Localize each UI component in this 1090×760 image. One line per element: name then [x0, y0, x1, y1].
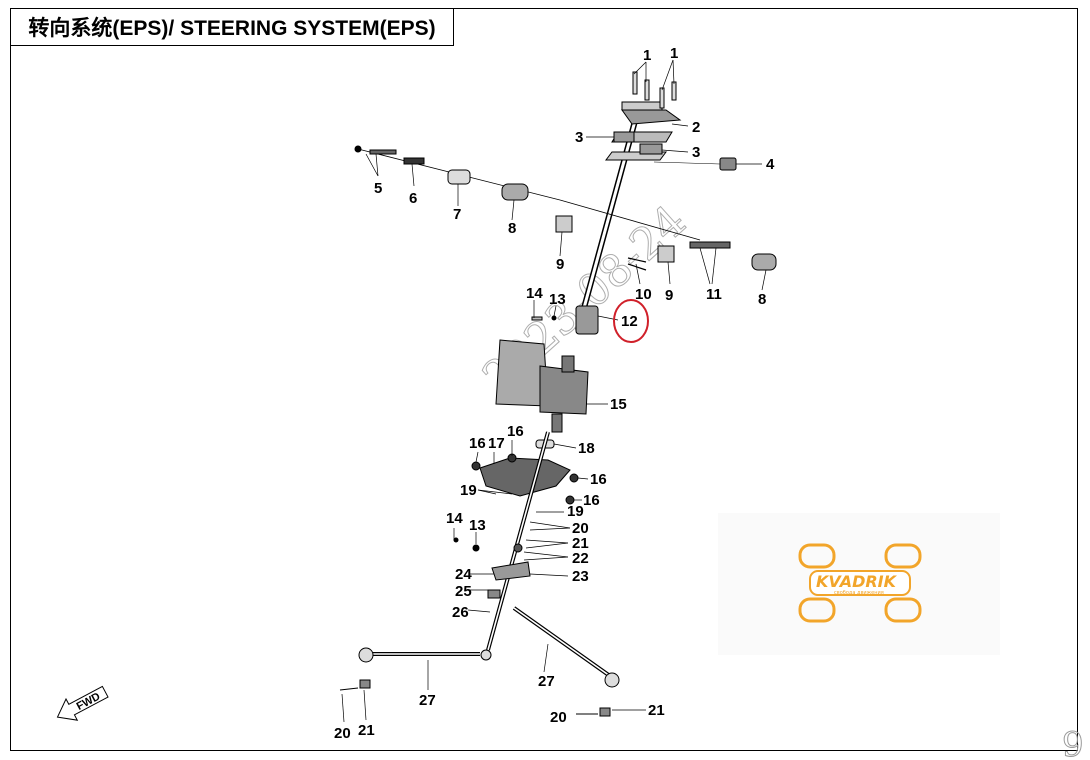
universal-joint [531, 305, 599, 335]
callout-4: 4 [766, 156, 775, 173]
callout-21-lower-right: 21 [648, 702, 665, 719]
callout-6: 6 [409, 190, 417, 207]
callout-11: 11 [706, 286, 722, 303]
callout-27-right: 27 [538, 673, 555, 690]
callout-26: 26 [452, 604, 469, 621]
logo-wheels-icon [798, 543, 922, 623]
callout-15: 15 [610, 396, 627, 413]
callout-27-left: 27 [419, 692, 436, 709]
callout-16-c: 16 [590, 471, 607, 488]
callout-19-right: 19 [567, 503, 584, 520]
callout-21-lower-left: 21 [358, 722, 375, 739]
callout-12: 12 [621, 313, 638, 330]
callout-16-b: 16 [507, 423, 524, 440]
callout-9-right: 9 [665, 287, 673, 304]
logo-tagline: свобода движения [834, 590, 884, 596]
callout-3-left: 3 [575, 129, 583, 146]
callout-18: 18 [578, 440, 595, 457]
callout-13-upper: 13 [549, 291, 566, 308]
highlight-circle [613, 299, 649, 343]
callout-2: 2 [692, 119, 700, 136]
callout-8-left: 8 [508, 220, 516, 237]
callout-3-right: 3 [692, 144, 700, 161]
callout-labels: 1 1 2 3 3 4 5 6 7 8 8 9 9 10 11 12 13 13… [334, 45, 775, 742]
eps-motor-unit [495, 339, 589, 433]
callout-21-upper: 21 [572, 535, 589, 552]
right-cable-assembly [627, 241, 777, 271]
leader-lines [341, 59, 767, 723]
drawing-frame [10, 8, 1078, 751]
top-bolts [632, 71, 677, 109]
mounting-bracket [471, 453, 579, 505]
callout-14-lower: 14 [446, 510, 463, 527]
callout-14-upper: 14 [526, 285, 543, 302]
callout-5: 5 [374, 180, 382, 197]
callout-16-d: 16 [583, 492, 600, 509]
kvadrik-logo: KVADRIK свобода движения [718, 513, 1000, 655]
lower-shaft [453, 431, 550, 651]
callout-25: 25 [455, 583, 472, 600]
callout-23: 23 [572, 568, 589, 585]
callout-19-left: 19 [460, 482, 477, 499]
callout-1-left: 1 [643, 47, 651, 64]
callout-10: 10 [635, 286, 652, 303]
corner-mark: 9 [1062, 725, 1084, 760]
callout-17: 17 [488, 435, 505, 452]
callout-9-left: 9 [556, 256, 564, 273]
callout-24: 24 [455, 566, 472, 583]
column-clamps [613, 109, 682, 155]
callout-1-right: 1 [670, 45, 678, 62]
fwd-arrow-icon: FWD [56, 685, 109, 721]
tie-rods [339, 606, 620, 717]
callout-20-lower-right: 20 [550, 709, 567, 726]
callout-13-lower: 13 [469, 517, 486, 534]
callout-8-right: 8 [758, 291, 766, 308]
diagram-title: 转向系统(EPS)/ STEERING SYSTEM(EPS) [28, 17, 436, 40]
logo-name: KVADRIK [816, 572, 898, 591]
bushing-blocks [555, 215, 675, 263]
callout-20-upper: 20 [572, 520, 589, 537]
callout-20-lower-left: 20 [334, 725, 351, 742]
grommet [653, 157, 737, 171]
callout-22: 22 [572, 550, 589, 567]
title-box: 转向系统(EPS)/ STEERING SYSTEM(EPS) [10, 8, 454, 46]
fwd-label: FWD [75, 691, 103, 713]
left-cable-assembly [354, 145, 701, 241]
callout-16-a: 16 [469, 435, 486, 452]
callout-7: 7 [453, 206, 461, 223]
